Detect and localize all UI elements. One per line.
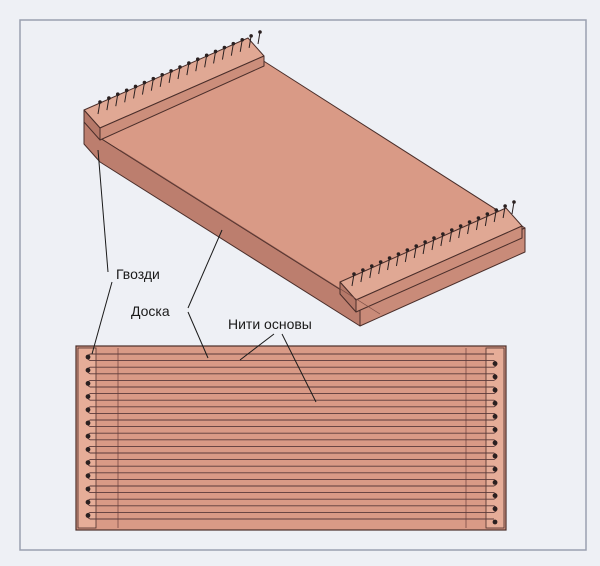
nail-icon bbox=[492, 519, 498, 525]
front-strip-side bbox=[339, 281, 357, 313]
threads-callout-2 bbox=[281, 333, 317, 403]
nail-icon bbox=[492, 493, 498, 498]
nail-icon bbox=[85, 513, 91, 518]
nail-icon bbox=[186, 61, 191, 76]
nail-icon bbox=[387, 256, 392, 271]
nail-icon bbox=[141, 80, 147, 95]
nail-icon bbox=[492, 466, 498, 472]
nail-icon bbox=[467, 220, 472, 235]
nail-icon bbox=[85, 354, 91, 360]
nail-icon bbox=[351, 272, 356, 287]
nail-icon bbox=[492, 374, 498, 380]
nail-icon bbox=[85, 433, 91, 439]
nail-icon bbox=[458, 224, 463, 239]
nail-icon bbox=[449, 228, 454, 243]
nails-callout-lower bbox=[91, 281, 113, 355]
nail-icon bbox=[492, 387, 498, 393]
nail-icon bbox=[230, 41, 236, 56]
nail-icon bbox=[97, 100, 102, 115]
nail-icon bbox=[85, 420, 91, 426]
nail-icon bbox=[213, 49, 218, 64]
nail-icon bbox=[492, 506, 498, 512]
nail-icon bbox=[257, 30, 262, 45]
nail-icon bbox=[492, 361, 498, 366]
board-label: Доска bbox=[131, 303, 170, 319]
nails-label: Гвозди bbox=[116, 266, 160, 282]
nail-icon bbox=[204, 53, 209, 68]
nail-icon bbox=[159, 72, 165, 87]
nails-callout-upper bbox=[97, 149, 109, 273]
nail-icon bbox=[85, 367, 91, 373]
nail-icon bbox=[395, 252, 401, 267]
nail-icon bbox=[115, 92, 120, 107]
nail-icon bbox=[378, 260, 383, 275]
nail-icon bbox=[195, 57, 200, 72]
loom-right-bar bbox=[485, 347, 505, 529]
nail-icon bbox=[133, 84, 138, 99]
nail-icon bbox=[239, 37, 245, 52]
nail-icon bbox=[85, 460, 91, 465]
nail-icon bbox=[484, 212, 490, 227]
nail-icon bbox=[493, 208, 499, 223]
back-strip-nails bbox=[97, 30, 262, 115]
threads-callout-1 bbox=[239, 333, 275, 361]
board-callout-upper bbox=[187, 229, 223, 309]
nail-icon bbox=[475, 216, 481, 231]
flat-loom-nails bbox=[85, 354, 498, 525]
warp-threads bbox=[86, 353, 498, 520]
nail-icon bbox=[492, 427, 498, 432]
callout-lines bbox=[91, 149, 317, 403]
nail-icon bbox=[511, 200, 516, 215]
nail-icon bbox=[422, 240, 427, 255]
nail-icon bbox=[85, 394, 91, 399]
nail-icon bbox=[492, 414, 498, 419]
nail-icon bbox=[85, 499, 91, 505]
nail-icon bbox=[85, 407, 91, 413]
nail-icon bbox=[502, 204, 507, 219]
nail-icon bbox=[221, 45, 227, 60]
nail-icon bbox=[492, 480, 498, 485]
nail-icon bbox=[177, 65, 182, 80]
nail-icon bbox=[404, 248, 410, 263]
nail-icon bbox=[168, 69, 173, 83]
nail-icon bbox=[150, 76, 156, 91]
nail-icon bbox=[85, 381, 91, 386]
nail-icon bbox=[492, 453, 498, 459]
nail-icon bbox=[248, 34, 253, 48]
nail-icon bbox=[85, 473, 91, 479]
warp-threads-label: Нити основы bbox=[228, 316, 312, 332]
board-callout-lower bbox=[187, 311, 209, 359]
back-strip-side bbox=[83, 109, 101, 141]
nail-icon bbox=[106, 96, 111, 111]
nail-icon bbox=[124, 88, 129, 103]
nail-icon bbox=[440, 232, 445, 247]
front-strip-nails bbox=[351, 200, 516, 287]
nail-icon bbox=[492, 400, 498, 406]
nail-icon bbox=[360, 268, 365, 283]
nail-icon bbox=[85, 486, 91, 492]
isometric-board bbox=[83, 37, 526, 327]
nail-icon bbox=[85, 447, 91, 452]
nail-icon bbox=[492, 440, 498, 446]
nail-icon bbox=[431, 236, 436, 251]
nail-icon bbox=[369, 264, 374, 279]
nail-icon bbox=[413, 244, 419, 259]
